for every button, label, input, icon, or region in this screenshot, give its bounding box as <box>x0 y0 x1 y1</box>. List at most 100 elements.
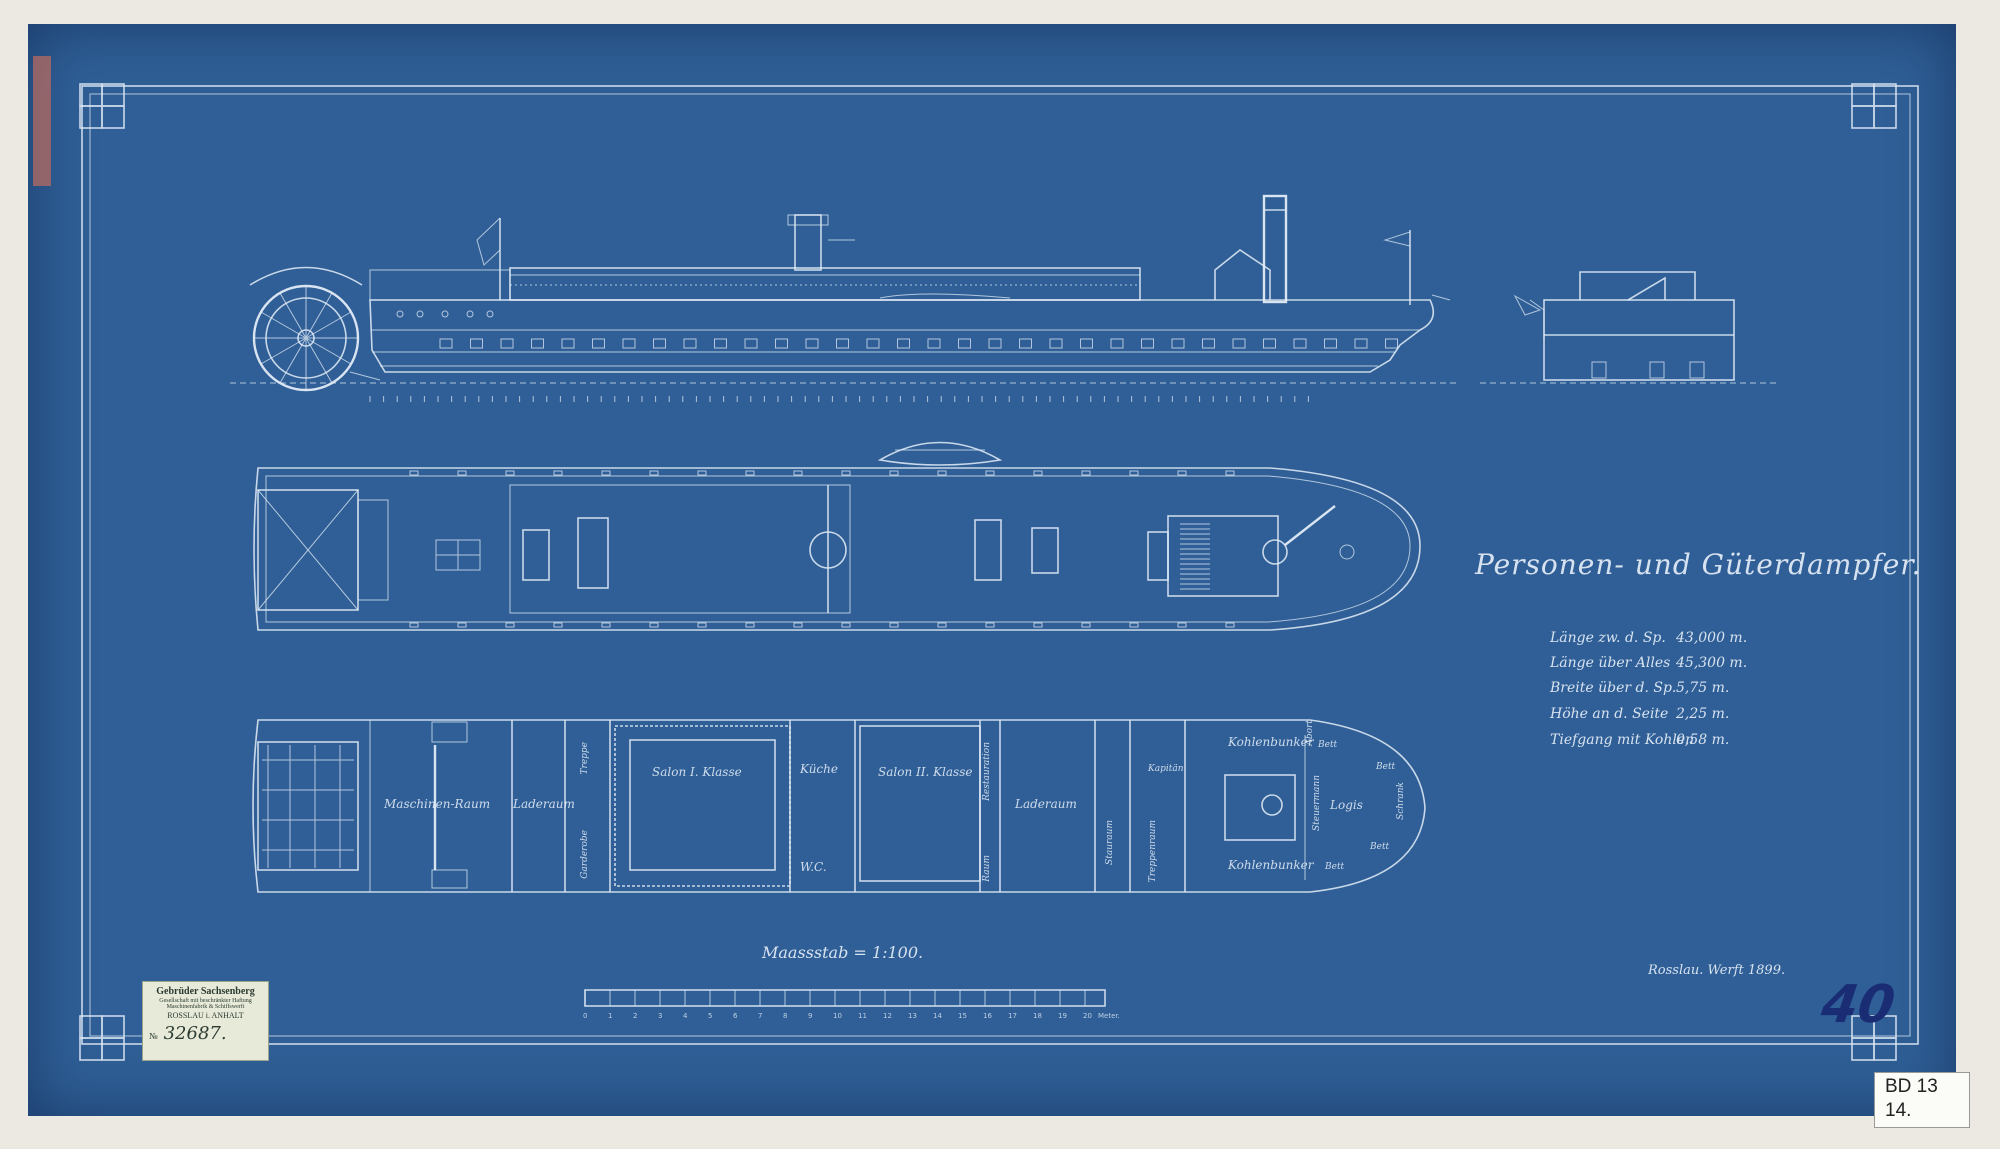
hull-window <box>1293 338 1307 349</box>
hull-window <box>1354 338 1368 349</box>
scale-tick-label: 11 <box>858 1012 867 1020</box>
stanchion <box>697 622 707 628</box>
scale-tick-label: 15 <box>958 1012 967 1020</box>
hull-window <box>927 338 941 349</box>
deck-plan-view <box>253 441 1421 631</box>
wheel-spoke <box>260 337 307 365</box>
hull-window <box>714 338 727 349</box>
stanchion <box>1225 622 1235 628</box>
spec-value: 0,58 m. <box>1676 732 1730 748</box>
spec-label: Höhe an d. Seite <box>1550 706 1669 722</box>
stanchion <box>793 470 803 476</box>
stamp-business: Maschinenfabrik & Schiffswerft <box>166 1004 245 1010</box>
spec-value: 45,300 m. <box>1676 655 1748 671</box>
porthole <box>466 310 474 318</box>
hull-window <box>836 338 849 349</box>
hull-window <box>1263 338 1276 349</box>
stamp-number: 32687. <box>163 1023 227 1044</box>
stanchion <box>937 622 947 628</box>
hull-window <box>653 338 666 349</box>
stanchion <box>697 470 707 476</box>
wheel-spoke <box>305 337 333 384</box>
scale-tick-label: 9 <box>808 1012 812 1020</box>
stanchion <box>601 622 611 628</box>
room-label-stauraum: Stauraum <box>1105 820 1115 865</box>
cross-section-view <box>1480 271 1780 384</box>
wheel-spoke <box>279 337 307 384</box>
hull-window <box>866 338 880 349</box>
stanchion <box>793 622 803 628</box>
hull-window <box>439 338 453 349</box>
stanchion <box>889 470 899 476</box>
stanchion <box>649 622 659 628</box>
scale-tick-label: 4 <box>683 1012 688 1020</box>
room-label-laderaum-aft: Laderaum <box>513 797 575 811</box>
side-elevation-view <box>230 194 1460 402</box>
stanchion <box>649 470 659 476</box>
paddle-wheel <box>249 266 381 392</box>
scale-tick-label: 1 <box>608 1012 612 1020</box>
hull-window <box>1232 338 1246 349</box>
stanchion <box>889 622 899 628</box>
maker-stamp: Gebrüder Sachsenberg Gesellschaft mit be… <box>142 981 269 1061</box>
archive-number: 40 <box>1817 975 1899 1035</box>
hull-window <box>470 338 483 349</box>
stanchion <box>1177 470 1187 476</box>
spec-label: Breite über d. Sp. <box>1550 680 1677 696</box>
room-label-restauration: Restauration <box>982 742 992 801</box>
room-label-salon1: Salon I. Klasse <box>652 765 742 779</box>
hull-window <box>1110 338 1124 349</box>
hull-window <box>958 338 971 349</box>
hull-window <box>1324 338 1337 349</box>
porthole <box>486 310 494 318</box>
room-label-bett-3: Bett <box>1370 842 1390 852</box>
room-label-maschinen: Maschinen-Raum <box>384 797 491 811</box>
stamp-no-label: № <box>149 1031 158 1041</box>
room-label-garderobe: Garderobe <box>580 830 590 879</box>
scale-tick-label: 10 <box>833 1012 842 1020</box>
spec-label: Länge über Alles <box>1550 655 1671 671</box>
hull-window <box>1385 338 1398 349</box>
scale-tick-label: 20 <box>1083 1012 1092 1020</box>
hull-window <box>683 338 697 349</box>
stanchion <box>1177 622 1187 628</box>
hull-window <box>1141 338 1154 349</box>
scale-tick-label: 8 <box>783 1012 787 1020</box>
wheel-spoke <box>305 337 352 365</box>
porthole <box>441 310 449 318</box>
room-label-steuermann: Steuermann <box>1312 775 1322 832</box>
stanchion <box>505 622 515 628</box>
hull-window <box>988 338 1002 349</box>
scale-tick-label: 7 <box>758 1012 762 1020</box>
border-frame <box>79 83 1919 1061</box>
stanchion <box>457 622 467 628</box>
stanchion <box>1033 470 1043 476</box>
stanchion <box>1033 622 1043 628</box>
scale-label: Maassstab = 1:100. <box>762 943 924 962</box>
spec-value: 5,75 m. <box>1676 680 1730 696</box>
room-label-logis: Logis <box>1330 798 1363 812</box>
room-label-kapitaen: Kapitän <box>1148 764 1184 774</box>
spec-value: 43,000 m. <box>1676 630 1748 646</box>
lower-deck-plan-view <box>252 719 1426 893</box>
room-label-salon2: Salon II. Klasse <box>878 765 973 779</box>
hull-window <box>897 338 910 349</box>
stanchion <box>841 470 851 476</box>
hull-window <box>744 338 758 349</box>
room-label-wc: W.C. <box>800 860 827 874</box>
stamp-legal: Gesellschaft mit beschränkter Haftung <box>159 998 252 1004</box>
drawing-title: Personen- und Güterdampfer. <box>1475 548 1922 581</box>
scale-unit-label: Meter. <box>1098 1012 1120 1020</box>
hull-window <box>561 338 575 349</box>
hull-window <box>622 338 636 349</box>
scale-tick-label: 19 <box>1058 1012 1067 1020</box>
hull-window <box>1080 338 1093 349</box>
hull-window <box>805 338 819 349</box>
hull-window <box>592 338 605 349</box>
spec-label: Tiefgang mit Kohlen <box>1550 732 1695 748</box>
spec-label: Länge zw. d. Sp. <box>1550 630 1666 646</box>
cyanotype-paper <box>28 24 1956 1116</box>
scale-tick-label: 14 <box>933 1012 942 1020</box>
